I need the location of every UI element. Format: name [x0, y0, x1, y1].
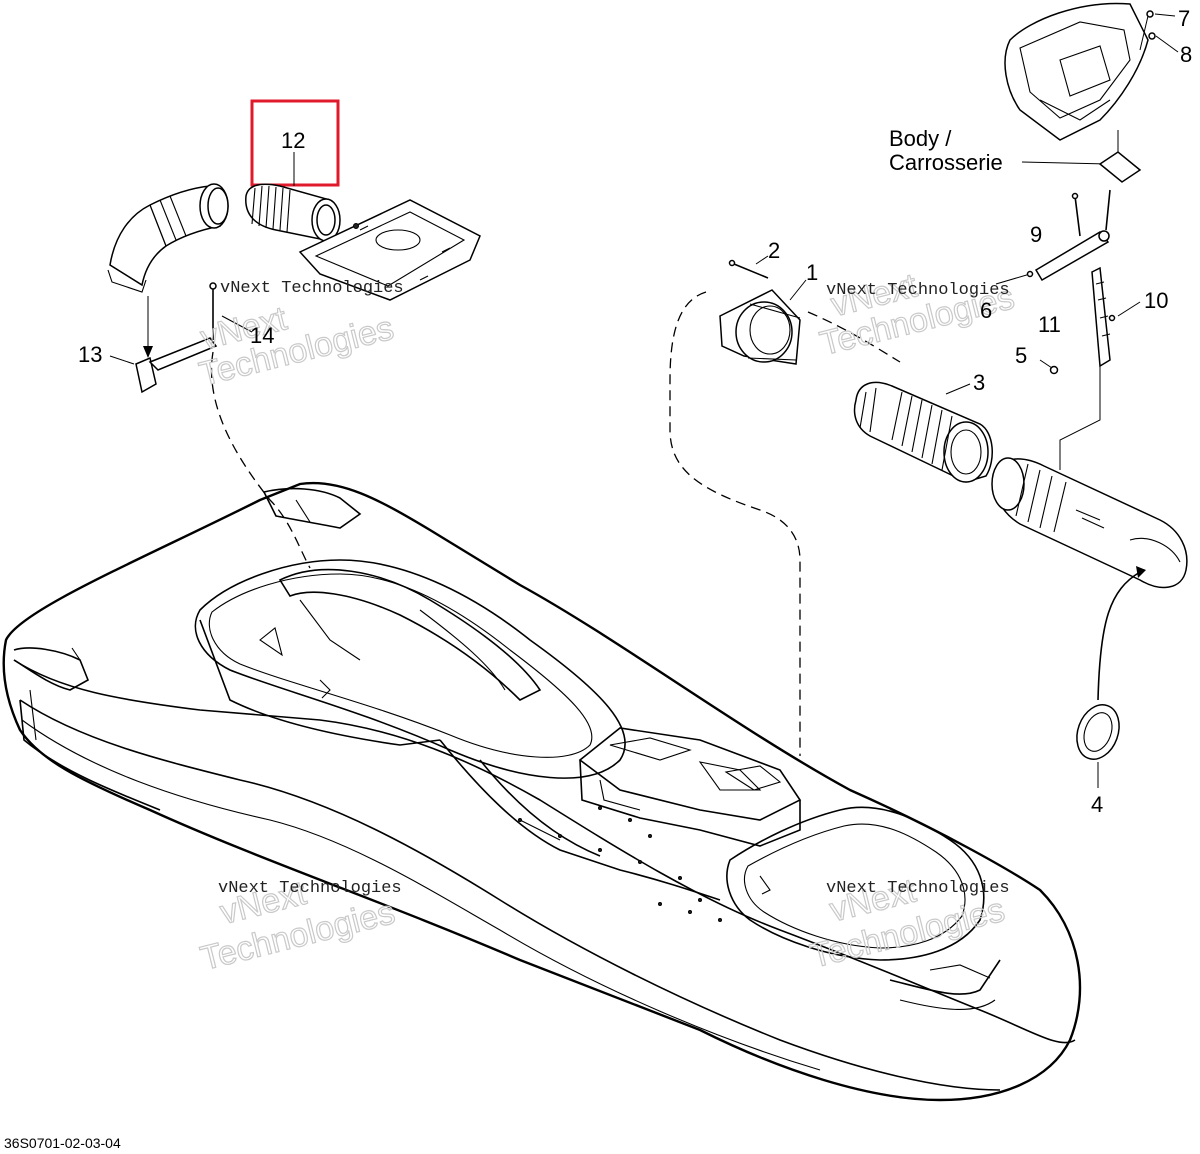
callout-13: 13 [78, 342, 102, 367]
watermark-4-text: vNext Technologies [826, 879, 1010, 898]
callout-3: 3 [973, 370, 985, 395]
callout-7: 7 [1178, 6, 1190, 31]
watercraft-body [2, 481, 1082, 1102]
part-12-highlight-box [250, 99, 340, 187]
callout-5: 5 [1015, 343, 1027, 368]
callout-9: 9 [1030, 222, 1042, 247]
callout-11: 11 [1038, 312, 1061, 337]
body-label-line1: Body / [889, 126, 952, 151]
watermark-1: vNext Technologies vNext Technologies [195, 279, 404, 394]
callout-2: 2 [768, 238, 780, 263]
watermark-4: vNext Technologies vNext Technologies [806, 871, 1010, 976]
callout-labels: 12 14 13 2 1 3 4 5 6 7 8 9 10 11 [78, 6, 1192, 817]
watermark-1-text: vNext Technologies [220, 279, 404, 298]
callout-12: 12 [281, 128, 305, 153]
callout-6: 6 [980, 298, 992, 323]
diagram-code: 36S0701-02-03-04 [4, 1135, 121, 1151]
watermark-3-text: vNext Technologies [218, 879, 402, 898]
callout-4: 4 [1091, 792, 1103, 817]
callout-10: 10 [1144, 288, 1168, 313]
watermarks: vNext Technologies vNext Technologies vN… [195, 266, 1019, 979]
body-label: Body / Carrosserie [889, 126, 1003, 175]
left-air-intake-group [107, 99, 481, 569]
body-label-line2: Carrosserie [889, 150, 1003, 175]
callout-1: 1 [806, 260, 818, 285]
watermark-2-text: vNext Technologies [826, 281, 1010, 300]
callout-8: 8 [1180, 42, 1192, 67]
right-air-intake-group [669, 2, 1188, 788]
callout-14: 14 [250, 323, 274, 348]
watermark-3: vNext Technologies vNext Technologies [196, 873, 402, 978]
